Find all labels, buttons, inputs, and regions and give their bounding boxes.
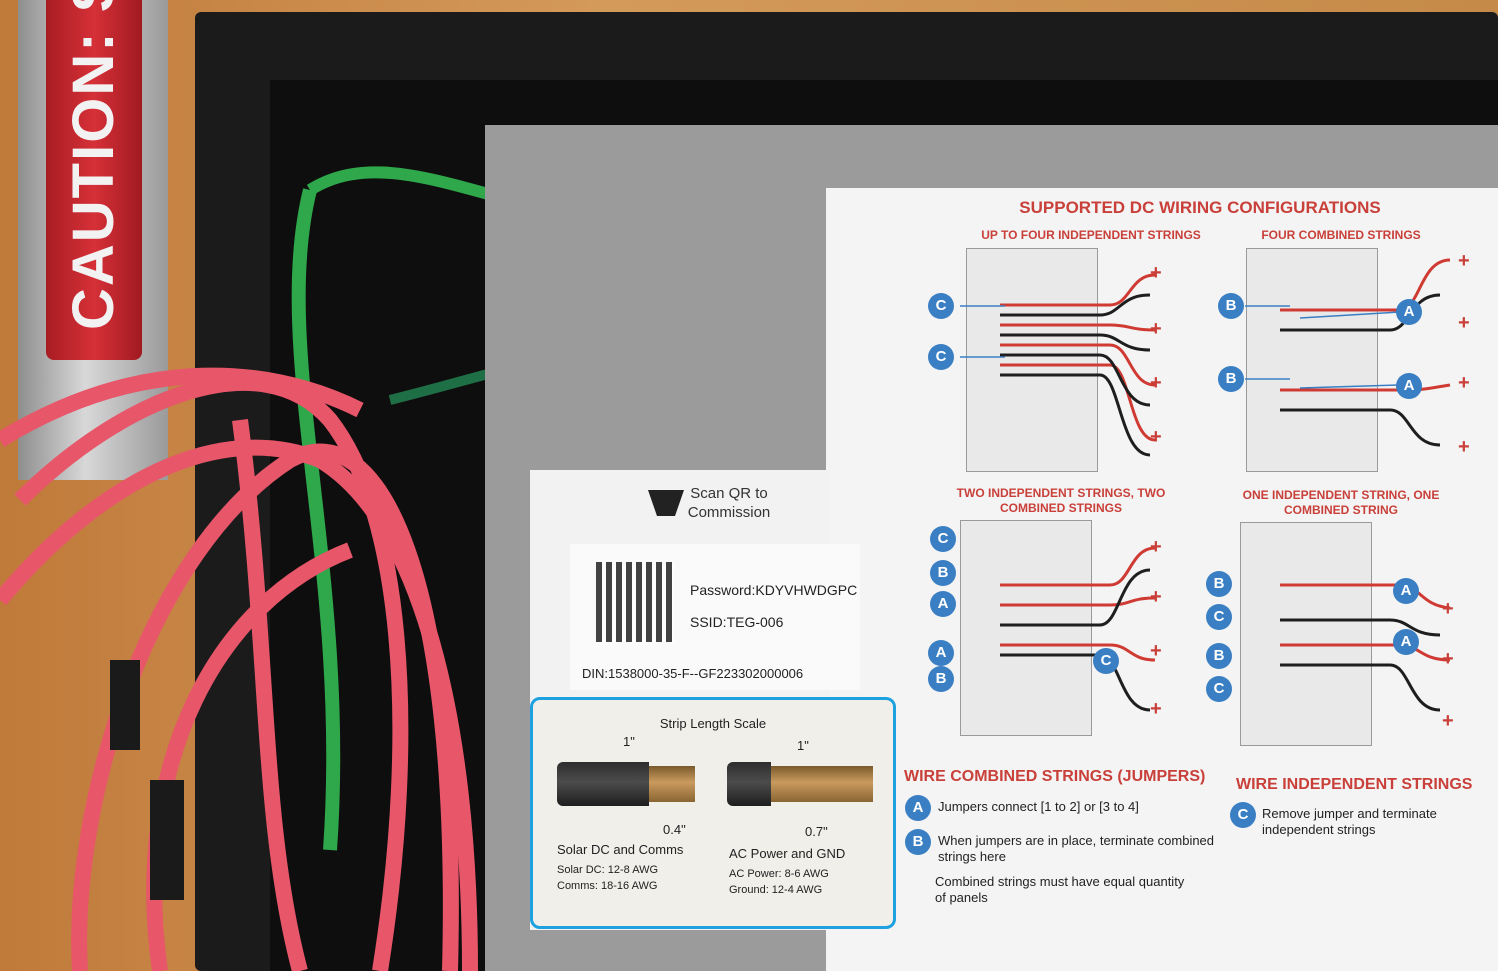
callout-c: C <box>928 344 954 370</box>
independent-strings-title: WIRE INDEPENDENT STRINGS <box>1236 776 1473 793</box>
schematic-3 <box>960 520 1092 736</box>
callout-a: A <box>1393 629 1419 655</box>
right-strip-label: 0.7" <box>805 824 828 839</box>
config-label-3: TWO INDEPENDENT STRINGS, TWO COMBINED ST… <box>956 486 1166 515</box>
schematic-4 <box>1240 522 1372 746</box>
red-cable-coil <box>0 367 478 971</box>
note-c: Remove jumper and terminate independent … <box>1262 806 1437 837</box>
plus-marker: + <box>1458 436 1470 458</box>
right-cable-line2: Ground: 12-4 AWG <box>729 884 823 896</box>
callout-c: C <box>1093 648 1119 674</box>
legend-a: A <box>905 795 931 821</box>
callout-c: C <box>1206 604 1232 630</box>
left-cable-name: Solar DC and Comms <box>557 842 684 857</box>
wifi-ssid: SSID:TEG-006 <box>690 614 784 630</box>
plus-marker: + <box>1150 698 1162 720</box>
callout-a: A <box>1393 578 1419 604</box>
note-b: When jumpers are in place, terminate com… <box>938 833 1215 864</box>
note-equal-panels: Combined strings must have equal quantit… <box>935 874 1185 905</box>
legend-c: C <box>1230 802 1256 828</box>
plus-marker: + <box>1150 586 1162 608</box>
combined-strings-title: WIRE COMBINED STRINGS (JUMPERS) <box>904 768 1206 785</box>
plus-marker: + <box>1150 640 1162 662</box>
right-cable-name: AC Power and GND <box>729 846 846 861</box>
wiring-title: SUPPORTED DC WIRING CONFIGURATIONS <box>1019 198 1381 217</box>
right-cable-insulation <box>727 762 771 806</box>
plus-marker: + <box>1442 710 1454 732</box>
plus-marker: + <box>1150 318 1162 340</box>
config-label-4: ONE INDEPENDENT STRING, ONE COMBINED STR… <box>1242 488 1440 517</box>
plus-marker: + <box>1458 312 1470 334</box>
plus-marker: + <box>1150 426 1162 448</box>
scale-title: Strip Length Scale <box>659 716 767 731</box>
down-arrow-icon <box>648 490 684 516</box>
plus-marker: + <box>1458 372 1470 394</box>
left-cable-line1: Solar DC: 12-8 AWG <box>557 864 659 876</box>
callout-c: C <box>1206 676 1232 702</box>
plus-marker: + <box>1150 372 1162 394</box>
plus-marker: + <box>1458 250 1470 272</box>
plus-marker: + <box>1150 262 1162 284</box>
callout-a: A <box>1396 299 1422 325</box>
callout-a: A <box>928 640 954 666</box>
left-length-label: 1" <box>623 734 635 749</box>
wifi-password: Password:KDYVHWDGPC <box>690 582 858 598</box>
din-number: DIN:1538000-35-F--GF223302000006 <box>582 666 804 681</box>
callout-b: B <box>928 666 954 692</box>
config-label-2: FOUR COMBINED STRINGS <box>1261 228 1421 242</box>
qr-code[interactable] <box>596 562 674 642</box>
callout-b: B <box>930 560 956 586</box>
callout-c: C <box>928 293 954 319</box>
right-length-label: 1" <box>797 738 809 753</box>
right-cable-line1: AC Power: 8-6 AWG <box>729 868 829 880</box>
callout-b: B <box>1218 366 1244 392</box>
schematic-2 <box>1246 248 1378 472</box>
left-cable-conductor <box>649 766 695 802</box>
plus-marker: + <box>1442 598 1454 620</box>
note-a: Jumpers connect [1 to 2] or [3 to 4] <box>938 799 1139 814</box>
strip-length-scale: Strip Length Scale 1" 1" 0.4" 0.7" Solar… <box>530 697 896 929</box>
callout-c: C <box>930 526 956 552</box>
left-strip-label: 0.4" <box>663 822 686 837</box>
wiring-lines <box>960 258 1451 712</box>
callout-b: B <box>1206 643 1232 669</box>
callout-b: B <box>1206 571 1232 597</box>
plus-marker: + <box>1150 536 1162 558</box>
schematic-1 <box>966 248 1098 472</box>
caution-tape <box>46 0 142 360</box>
callout-a: A <box>930 591 956 617</box>
config-label-1: UP TO FOUR INDEPENDENT STRINGS <box>981 228 1201 242</box>
plus-marker: + <box>1442 648 1454 670</box>
legend-b: B <box>905 829 931 855</box>
left-cable-insulation <box>557 762 649 806</box>
left-cable-line2: Comms: 18-16 AWG <box>557 880 658 892</box>
right-cable-conductor <box>771 766 873 802</box>
scan-qr-text: Scan QR to Commission <box>687 485 771 521</box>
callout-b: B <box>1218 293 1244 319</box>
callout-a: A <box>1396 373 1422 399</box>
